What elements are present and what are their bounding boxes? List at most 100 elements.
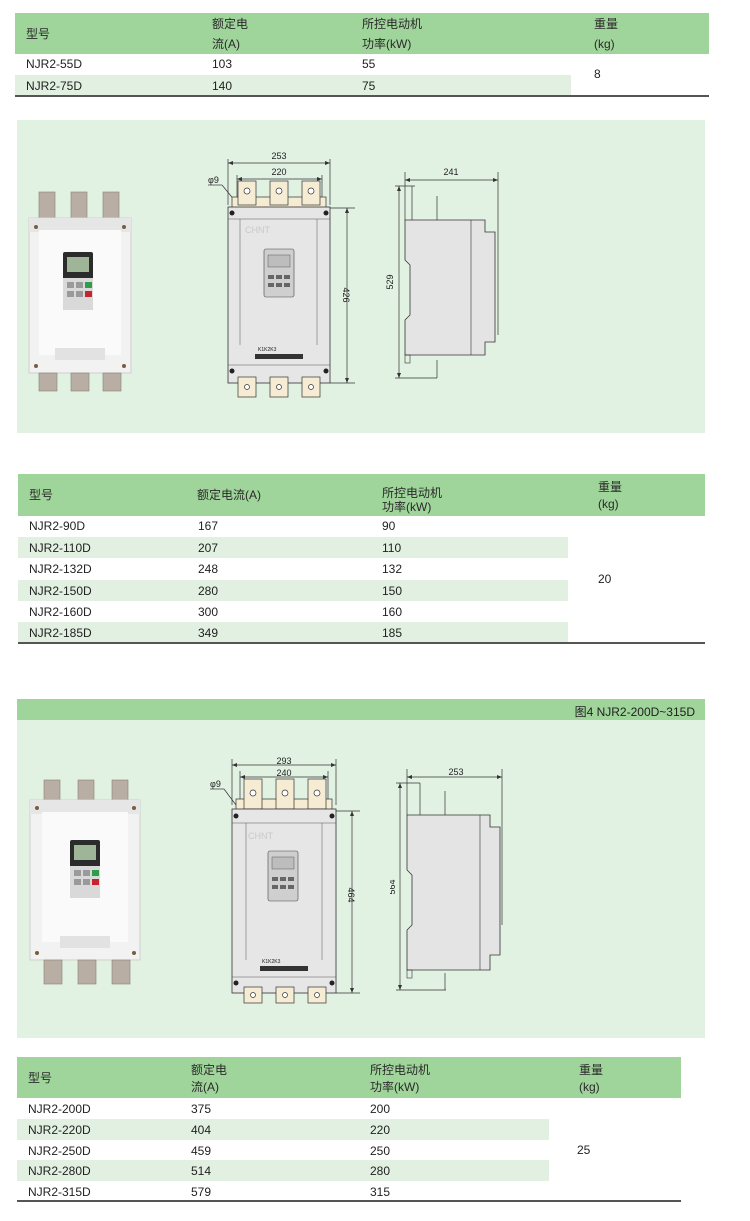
cell-power: 280: [370, 1164, 391, 1178]
dim-depth: 253: [448, 767, 463, 777]
dim-hole-spacing: 240: [276, 768, 291, 778]
side-view-drawing-2: 253 564: [390, 767, 503, 991]
header-current-line2: 流(A): [212, 37, 240, 51]
cell-current: 280: [198, 584, 219, 598]
cell-power: 200: [370, 1102, 391, 1116]
table-row: NJR2-185D 349 185: [18, 622, 568, 643]
dim-height: 464: [346, 887, 356, 902]
header-weight-line2: (kg): [579, 1080, 600, 1094]
table-row: NJR2-90D 167 90: [18, 516, 568, 537]
figure-caption-bar: 图4 NJR2-200D~315D: [17, 699, 705, 720]
header-weight-line1: 重量: [594, 17, 619, 31]
cell-model: NJR2-315D: [28, 1185, 91, 1199]
table-row: NJR2-250D 459 250: [17, 1140, 549, 1161]
dim-depth: 241: [443, 167, 458, 177]
bottom-terminals: [243, 986, 327, 1004]
cell-power: 150: [382, 584, 403, 598]
cell-current: 349: [198, 626, 219, 640]
table-bottom-rule: [17, 1200, 681, 1202]
table-bottom-rule: [18, 642, 705, 644]
dim-side-height: 529: [385, 274, 395, 289]
cell-power: 110: [382, 541, 402, 555]
brand-logo: CHNT: [248, 831, 273, 841]
header-current: 额定电流(A): [197, 488, 261, 502]
dim-hole-dia: φ9: [208, 175, 219, 185]
table-bottom-rule: [15, 95, 709, 97]
header-power-line1: 所控电动机: [370, 1063, 431, 1077]
table-header: [18, 474, 705, 516]
terminal-label: K1K2K3: [258, 347, 277, 353]
cell-model: NJR2-132D: [29, 562, 92, 576]
header-weight-line1: 重量: [598, 480, 623, 494]
cell-weight: 20: [598, 572, 612, 586]
figure-caption: 图4 NJR2-200D~315D: [574, 705, 695, 719]
terminal-label: K1K2K3: [262, 959, 281, 965]
cell-power: 220: [370, 1123, 391, 1137]
cell-model: NJR2-75D: [26, 79, 83, 93]
cell-current: 514: [191, 1164, 212, 1178]
cell-model: NJR2-250D: [28, 1144, 91, 1158]
figure-panel-1: [17, 120, 705, 433]
table-row: NJR2-160D 300 160: [18, 601, 568, 622]
header-power-line2: 功率(kW): [362, 37, 412, 51]
cell-model: NJR2-185D: [29, 626, 92, 640]
top-terminals: [231, 180, 327, 210]
cell-power: 90: [382, 519, 396, 533]
table-row: NJR2-315D 579 315: [17, 1181, 549, 1202]
table-row: NJR2-220D 404 220: [17, 1119, 549, 1140]
cell-power: 185: [382, 626, 403, 640]
front-view-drawing-1: 253 220 φ9 426 CHNT K1K2K3: [208, 151, 355, 398]
table-row: NJR2-280D 514 280: [17, 1160, 549, 1181]
top-terminals: [38, 191, 120, 221]
table-row: NJR2-132D 248 132: [18, 558, 568, 579]
header-power-line1: 所控电动机: [362, 17, 423, 31]
table-header: [15, 13, 709, 54]
cell-power: 55: [362, 57, 376, 71]
table-row: NJR2-55D 103 55: [15, 54, 571, 75]
header-model: 型号: [28, 1071, 53, 1085]
cell-current: 103: [212, 57, 233, 71]
cell-model: NJR2-150D: [29, 584, 92, 598]
header-power-line1: 所控电动机: [382, 486, 443, 500]
header-model: 型号: [26, 27, 51, 41]
product-photo-2: [29, 779, 141, 985]
dim-hole-spacing: 220: [271, 167, 286, 177]
bottom-terminals: [38, 372, 122, 392]
top-terminals: [43, 779, 129, 803]
table-row: NJR2-200D 375 200: [17, 1098, 549, 1119]
header-model: 型号: [29, 488, 54, 502]
table-row: NJR2-150D 280 150: [18, 580, 568, 601]
cell-current: 167: [198, 519, 219, 533]
cell-model: NJR2-280D: [28, 1164, 91, 1178]
cell-power: 160: [382, 605, 403, 619]
cell-power: 315: [370, 1185, 391, 1199]
cell-current: 207: [198, 541, 219, 555]
dim-width: 293: [276, 756, 291, 766]
table-row: NJR2-75D 140 75: [15, 75, 571, 96]
cell-power: 250: [370, 1144, 391, 1158]
cell-model: NJR2-200D: [28, 1102, 91, 1116]
cell-model: NJR2-220D: [28, 1123, 91, 1137]
brand-logo: CHNT: [245, 225, 270, 235]
dim-height: 426: [341, 287, 351, 302]
dim-width: 253: [271, 151, 286, 161]
cell-current: 300: [198, 605, 219, 619]
cell-current: 459: [191, 1144, 212, 1158]
cell-model: NJR2-110D: [29, 541, 91, 555]
header-power-line2: 功率(kW): [370, 1080, 420, 1094]
header-weight-line1: 重量: [579, 1063, 604, 1077]
header-weight-line2: (kg): [594, 37, 615, 51]
header-current-line2: 流(A): [191, 1080, 219, 1094]
cell-current: 140: [212, 79, 233, 93]
cell-current: 404: [191, 1123, 212, 1137]
product-photo-1: [28, 191, 132, 392]
cell-current: 579: [191, 1185, 212, 1199]
dim-side-height: 564: [390, 879, 397, 894]
side-view-drawing-1: 241 529: [385, 167, 499, 379]
front-view-drawing-2: 293 240 φ9 464 CHNT K1K2K3: [210, 756, 360, 1004]
cell-model: NJR2-55D: [26, 57, 83, 71]
top-terminals: [235, 778, 333, 812]
cell-weight: 25: [577, 1143, 591, 1157]
cell-power: 75: [362, 79, 376, 93]
header-weight-line2: (kg): [598, 497, 619, 511]
